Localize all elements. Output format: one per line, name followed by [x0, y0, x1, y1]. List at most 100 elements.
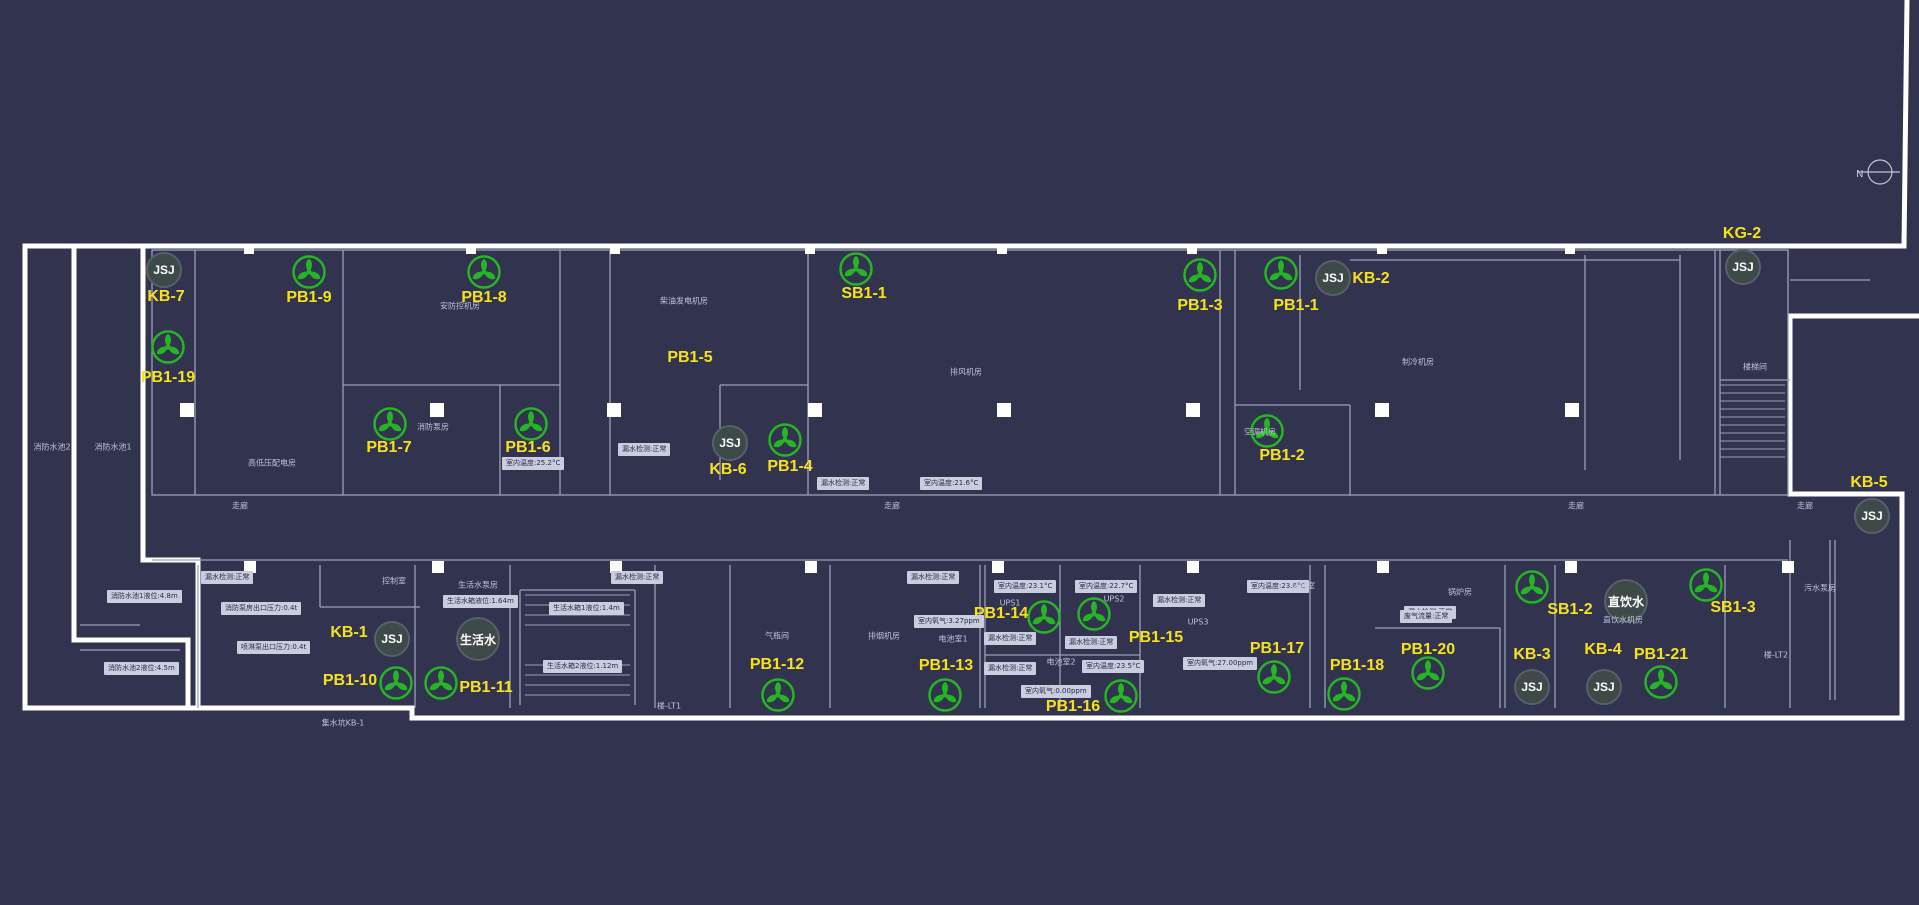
- room-name: 柴油发电机房: [660, 296, 708, 306]
- jsj-pump-icon[interactable]: JSJ: [146, 252, 182, 288]
- fan-label[interactable]: PB1-21: [1633, 646, 1689, 663]
- fan-icon[interactable]: [1514, 569, 1550, 605]
- fan-icon[interactable]: [1076, 596, 1112, 632]
- sensor-reading[interactable]: 漏水检测:正常: [1153, 594, 1206, 607]
- sensor-reading[interactable]: 生活水箱2液位:1.12m: [543, 660, 623, 673]
- pump-label[interactable]: KB-2: [1352, 270, 1390, 287]
- fan-icon[interactable]: [372, 406, 408, 442]
- fan-icon[interactable]: [378, 665, 414, 701]
- room-name: 排风机房: [950, 367, 982, 377]
- fan-label[interactable]: SB1-2: [1547, 601, 1593, 618]
- sensor-reading[interactable]: 漏水检测:正常: [984, 662, 1037, 675]
- fan-label[interactable]: PB1-2: [1259, 447, 1305, 464]
- sensor-reading[interactable]: 漏水检测:正常: [618, 443, 671, 456]
- fan-label[interactable]: PB1-3: [1177, 297, 1223, 314]
- fan-label[interactable]: PB1-15: [1128, 629, 1184, 646]
- fan-icon[interactable]: [291, 254, 327, 290]
- pump-label[interactable]: KB-6: [709, 461, 747, 478]
- fan-label[interactable]: PB1-7: [366, 439, 412, 456]
- fan-icon[interactable]: [1326, 676, 1362, 712]
- sensor-reading[interactable]: 漏水检测:正常: [984, 632, 1037, 645]
- fan-icon[interactable]: [423, 665, 459, 701]
- jsj-pump-icon[interactable]: JSJ: [712, 425, 748, 461]
- fan-icon[interactable]: [466, 254, 502, 290]
- fan-label[interactable]: PB1-5: [667, 349, 713, 366]
- room-name: 空调机房: [1244, 427, 1276, 437]
- sensor-reading[interactable]: 室内温度:21.6°C: [920, 477, 983, 490]
- sensor-reading[interactable]: 室内温度:23.1°C: [994, 580, 1057, 593]
- pump-label[interactable]: KB-1: [330, 624, 368, 641]
- fan-label[interactable]: PB1-20: [1400, 641, 1456, 658]
- fan-icon[interactable]: [1263, 255, 1299, 291]
- fan-icon[interactable]: [838, 251, 874, 287]
- sensor-reading[interactable]: 废气流量:正常: [1400, 610, 1453, 623]
- sensor-reading[interactable]: 漏水检测:正常: [1065, 636, 1118, 649]
- pump-label[interactable]: KB-7: [147, 288, 185, 305]
- sensor-reading[interactable]: 消防泵房出口压力:0.4t: [221, 602, 302, 615]
- sensor-reading[interactable]: 室内温度:25.2°C: [502, 457, 565, 470]
- water-tank-icon[interactable]: 直饮水: [1604, 579, 1648, 623]
- sensor-reading[interactable]: 漏水检测:正常: [611, 571, 664, 584]
- sensor-reading[interactable]: 生活水箱液位:1.64m: [443, 595, 518, 608]
- room-name: 高低压配电房: [248, 458, 296, 468]
- fan-label[interactable]: PB1-12: [749, 656, 805, 673]
- fan-icon[interactable]: [1026, 599, 1062, 635]
- pump-label[interactable]: KG-2: [1722, 225, 1762, 242]
- jsj-pump-icon[interactable]: JSJ: [1514, 669, 1550, 705]
- fan-label[interactable]: PB1-13: [918, 657, 974, 674]
- fan-icon[interactable]: [1643, 664, 1679, 700]
- fan-icon[interactable]: [1688, 567, 1724, 603]
- sensor-reading[interactable]: 室内温度:22.7°C: [1075, 580, 1138, 593]
- fan-label[interactable]: PB1-14: [973, 605, 1029, 622]
- sensor-reading[interactable]: 室内氧气:3.27ppm: [914, 615, 984, 628]
- sensor-reading[interactable]: 室内温度:23.5°C: [1082, 660, 1145, 673]
- fan-label[interactable]: PB1-4: [767, 458, 813, 475]
- fan-icon[interactable]: [927, 677, 963, 713]
- room-name: 消防泵房: [417, 422, 449, 432]
- jsj-pump-icon[interactable]: JSJ: [1586, 669, 1622, 705]
- fan-label[interactable]: PB1-11: [459, 679, 513, 696]
- sensor-reading[interactable]: 生活水箱1液位:1.4m: [549, 602, 624, 615]
- sensor-reading[interactable]: 漏水检测:正常: [817, 477, 870, 490]
- pump-label[interactable]: KB-4: [1584, 641, 1622, 658]
- sensor-reading[interactable]: 喷淋泵出口压力:0.4t: [237, 641, 311, 654]
- sensor-reading[interactable]: 消防水池1液位:4.8m: [107, 590, 182, 603]
- fan-label[interactable]: PB1-19: [140, 369, 196, 386]
- fan-label[interactable]: SB1-1: [841, 285, 887, 302]
- jsj-pump-icon[interactable]: JSJ: [374, 621, 410, 657]
- fan-label[interactable]: PB1-10: [322, 672, 378, 689]
- sensor-reading[interactable]: 漏水检测:正常: [201, 571, 254, 584]
- fan-icon[interactable]: [1182, 257, 1218, 293]
- fan-label[interactable]: PB1-6: [505, 439, 551, 456]
- fan-icon[interactable]: [767, 422, 803, 458]
- fan-label[interactable]: PB1-9: [286, 289, 332, 306]
- fan-icon[interactable]: [1103, 678, 1139, 714]
- sensor-reading[interactable]: 漏水检测:正常: [907, 571, 960, 584]
- fan-icon[interactable]: [1410, 655, 1446, 691]
- fan-icon[interactable]: [1256, 659, 1292, 695]
- sensor-reading[interactable]: 室内氧气:0.00ppm: [1021, 685, 1091, 698]
- pump-label[interactable]: KB-3: [1513, 646, 1551, 663]
- fan-label[interactable]: PB1-1: [1273, 297, 1319, 314]
- fan-label[interactable]: PB1-17: [1249, 640, 1305, 657]
- water-tank-icon[interactable]: 生活水: [456, 617, 500, 661]
- fan-label[interactable]: PB1-18: [1329, 657, 1385, 674]
- pump-label[interactable]: KB-5: [1850, 474, 1888, 491]
- fan-label[interactable]: PB1-16: [1045, 698, 1101, 715]
- sensor-reading[interactable]: 消防水池2液位:4.5m: [104, 662, 179, 675]
- room-name: 走廊: [1797, 501, 1813, 511]
- room-name: 污水泵房: [1804, 583, 1836, 593]
- jsj-pump-icon[interactable]: JSJ: [1854, 498, 1890, 534]
- room-name: 制冷机房: [1402, 357, 1434, 367]
- fan-icon[interactable]: [513, 406, 549, 442]
- jsj-pump-icon[interactable]: JSJ: [1315, 260, 1351, 296]
- sensor-reading[interactable]: 室内温度:23.6°C: [1247, 580, 1310, 593]
- fan-label[interactable]: PB1-8: [461, 289, 507, 306]
- fan-icon[interactable]: [1249, 413, 1285, 449]
- sensor-reading[interactable]: 室内氧气:27.00ppm: [1183, 657, 1258, 670]
- jsj-pump-icon[interactable]: JSJ: [1725, 249, 1761, 285]
- fan-icon[interactable]: [150, 329, 186, 365]
- fan-label[interactable]: SB1-3: [1710, 599, 1756, 616]
- room-name: 消防水池1: [94, 442, 132, 452]
- fan-icon[interactable]: [760, 677, 796, 713]
